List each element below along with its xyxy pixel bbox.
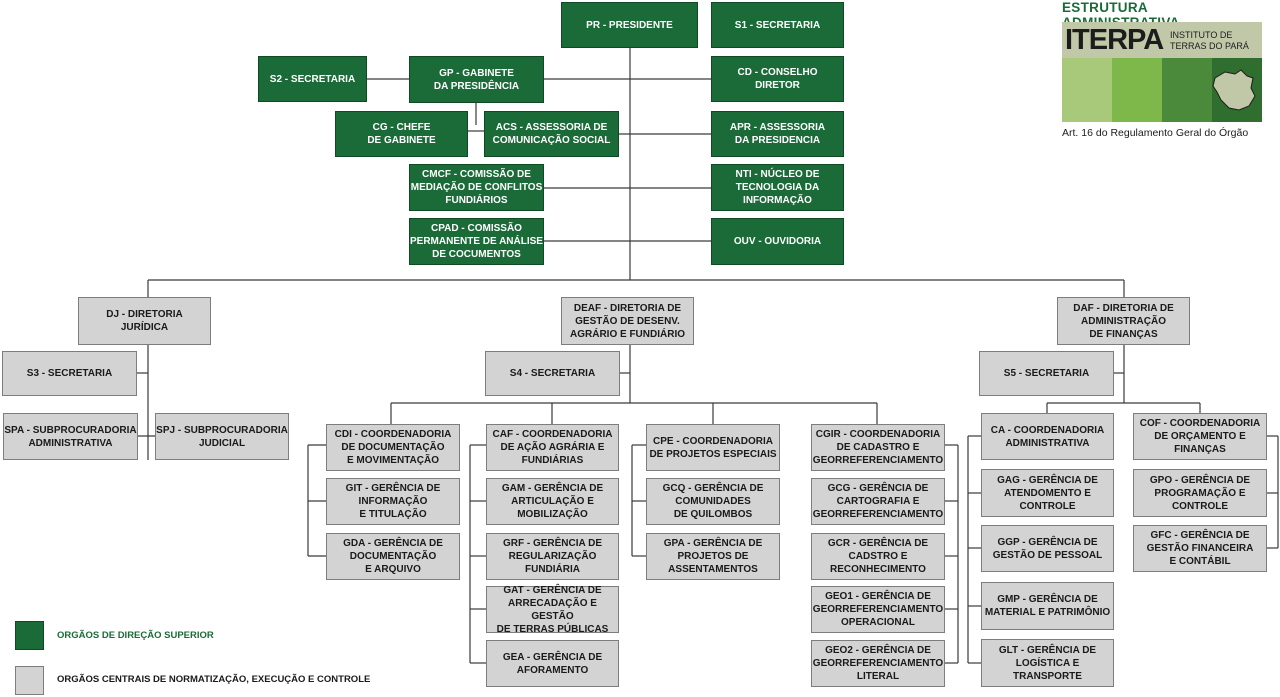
box-gat: GAT - GERÊNCIA DE ARRECADAÇÃO E GESTÃO D… — [486, 585, 619, 635]
box-s1: S1 - SECRETARIA — [711, 2, 844, 48]
box-cmcf: CMCF - COMISSÃO DE MEDIAÇÃO DE CONFLITOS… — [409, 164, 544, 211]
legend-swatch-direction — [15, 621, 44, 650]
box-s5: S5 - SECRETARIA — [979, 351, 1114, 396]
box-geo2: GEO2 - GERÊNCIA DE GEORREFERENCIAMENTO L… — [811, 640, 945, 687]
box-cg: CG - CHEFE DE GABINETE — [335, 111, 468, 157]
box-cof: COF - COORDENADORIA DE ORÇAMENTO E FINAN… — [1133, 413, 1267, 460]
box-gpo: GPO - GERÊNCIA DE PROGRAMAÇÃO E CONTROLE — [1133, 469, 1267, 517]
box-spa: SPA - SUBPROCURADORIA ADMINISTRATIVA — [3, 413, 138, 460]
box-gfc: GFC - GERÊNCIA DE GESTÃO FINANCEIRA E CO… — [1133, 525, 1267, 572]
box-ggp: GGP - GERÊNCIA DE GESTÃO DE PESSOAL — [981, 525, 1114, 572]
box-nti: NTI - NÚCLEO DE TECNOLOGIA DA INFORMAÇÃO — [711, 164, 844, 211]
logo-wordmark: ITERPA — [1065, 24, 1164, 56]
box-gea: GEA - GERÊNCIA DE AFORAMENTO — [486, 640, 619, 687]
box-pr: PR - PRESIDENTE — [561, 2, 698, 48]
logo-stripe — [1112, 58, 1162, 122]
logo-banner: ITERPA INSTITUTO DE TERRAS DO PARÁ — [1062, 22, 1262, 58]
box-gda: GDA - GERÊNCIA DE DOCUMENTAÇÃO E ARQUIVO — [326, 533, 460, 580]
box-s2: S2 - SECRETARIA — [258, 56, 367, 102]
legend-label-central: ORGÃOS CENTRAIS DE NORMATIZAÇÃO, EXECUÇÃ… — [57, 674, 371, 685]
logo-stripe — [1062, 58, 1112, 122]
box-spj: SPJ - SUBPROCURADORIA JUDICIAL — [155, 413, 289, 460]
box-gam: GAM - GERÊNCIA DE ARTICULAÇÃO E MOBILIZA… — [486, 478, 619, 525]
box-acs: ACS - ASSESSORIA DE COMUNICAÇÃO SOCIAL — [484, 111, 619, 157]
header-note: Art. 16 do Regulamento Geral do Órgão — [1062, 127, 1249, 139]
box-gcq: GCQ - GERÊNCIA DE COMUNIDADES DE QUILOMB… — [646, 478, 780, 525]
box-geo1: GEO1 - GERÊNCIA DE GEORREFERENCIAMENTO O… — [811, 586, 945, 633]
para-map-icon — [1212, 69, 1256, 111]
box-grf: GRF - GERÊNCIA DE REGULARIZAÇÃO FUNDIÁRI… — [486, 533, 619, 580]
box-gpa: GPA - GERÊNCIA DE PROJETOS DE ASSENTAMEN… — [646, 533, 780, 580]
box-ca: CA - COORDENADORIA ADMINISTRATIVA — [981, 413, 1114, 460]
box-deaf: DEAF - DIRETORIA DE GESTÃO DE DESENV. AG… — [561, 297, 694, 345]
box-gag: GAG - GERÊNCIA DE ATENDOMENTO E CONTROLE — [981, 469, 1114, 517]
box-gcg: GCG - GERÊNCIA DE CARTOGRAFIA E GEORREFE… — [811, 478, 945, 525]
logo-subtitle: INSTITUTO DE TERRAS DO PARÁ — [1170, 30, 1249, 51]
box-cpad: CPAD - COMISSÃO PERMANENTE DE ANÁLISE DE… — [409, 218, 544, 265]
box-cdi: CDI - COORDENADORIA DE DOCUMENTAÇÃO E MO… — [326, 424, 460, 471]
box-gcr: GCR - GERÊNCIA DE CADSTRO E RECONHECIMEN… — [811, 533, 945, 580]
box-gp: GP - GABINETE DA PRESIDÊNCIA — [409, 56, 544, 103]
box-s3: S3 - SECRETARIA — [2, 351, 137, 396]
box-apr: APR - ASSESSORIA DA PRESIDENCIA — [711, 111, 844, 157]
box-dj: DJ - DIRETORIA JURÍDICA — [78, 297, 211, 345]
box-cpe: CPE - COORDENADORIA DE PROJETOS ESPECIAI… — [646, 424, 780, 471]
legend-label-direction: ORGÃOS DE DIREÇÃO SUPERIOR — [57, 630, 214, 641]
box-cgir: CGIR - COORDENADORIA DE CADASTRO E GEORR… — [811, 424, 945, 471]
iterpa-logo: ITERPA INSTITUTO DE TERRAS DO PARÁ — [1062, 22, 1262, 122]
box-cd: CD - CONSELHO DIRETOR — [711, 56, 844, 102]
box-s4: S4 - SECRETARIA — [485, 351, 620, 396]
box-gmp: GMP - GERÊNCIA DE MATERIAL E PATRIMÔNIO — [981, 582, 1114, 630]
logo-stripe — [1162, 58, 1212, 122]
box-caf: CAF - COORDENADORIA DE AÇÃO AGRÁRIA E FU… — [486, 424, 619, 471]
box-ouv: OUV - OUVIDORIA — [711, 218, 844, 265]
box-git: GIT - GERÊNCIA DE INFORMAÇÃO E TITULAÇÃO — [326, 478, 460, 525]
legend-swatch-central — [15, 666, 44, 695]
box-daf: DAF - DIRETORIA DE ADMINISTRAÇÃO DE FINA… — [1057, 297, 1190, 345]
box-glt: GLT - GERÊNCIA DE LOGÍSTICA E TRANSPORTE — [981, 639, 1114, 687]
